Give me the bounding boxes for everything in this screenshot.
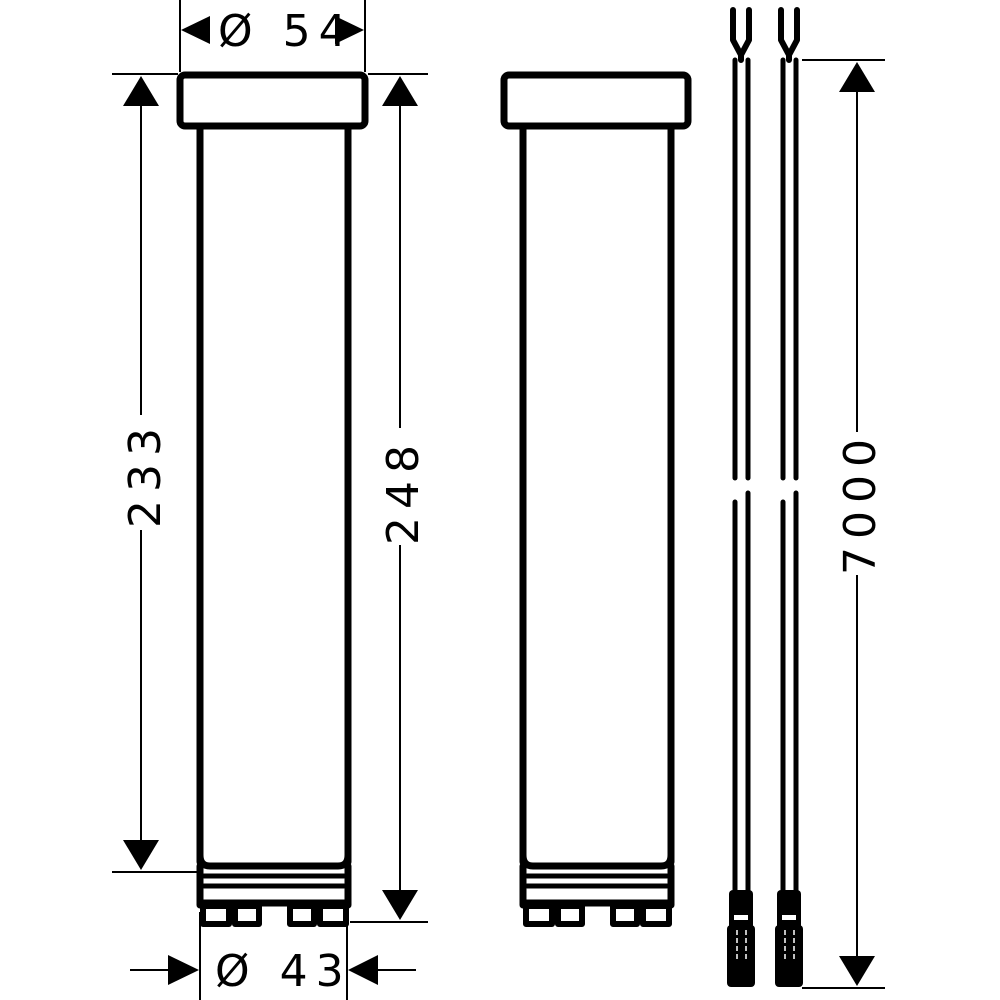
extension-pipe-plain bbox=[500, 71, 692, 927]
top-diameter-label: Ø 54 bbox=[218, 6, 355, 57]
body-height-label: 233 bbox=[120, 420, 171, 528]
extension-pipe-dimensioned bbox=[176, 71, 369, 927]
cable-1 bbox=[727, 7, 755, 987]
dimension-top-diameter: Ø 54 bbox=[179, 0, 366, 72]
dimension-bottom-diameter: Ø 43 bbox=[130, 912, 416, 1000]
dimension-body-height: 233 bbox=[112, 73, 198, 873]
dimension-total-height: 248 bbox=[350, 73, 429, 923]
total-height-label: 248 bbox=[378, 437, 429, 545]
dimension-cable-length: 7000 bbox=[802, 59, 886, 989]
bottom-diameter-label: Ø 43 bbox=[215, 946, 352, 997]
cable-2 bbox=[775, 7, 803, 987]
cable-length-label: 7000 bbox=[835, 431, 886, 575]
